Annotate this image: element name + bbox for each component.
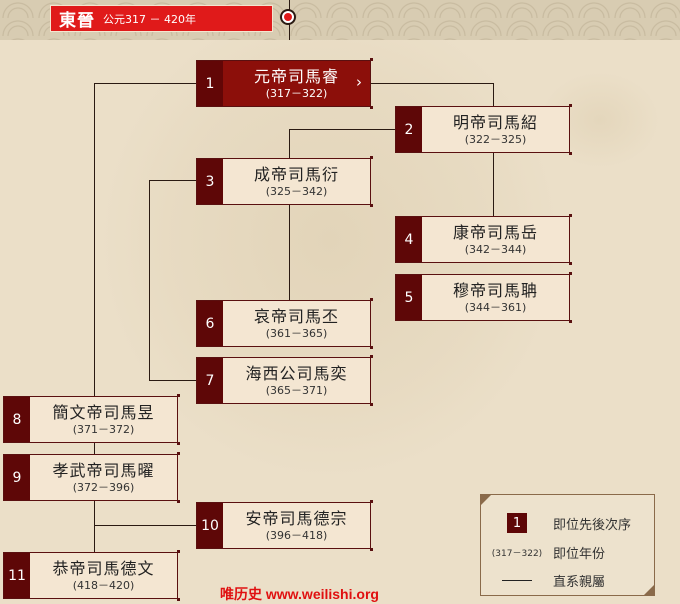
connector-line xyxy=(94,525,196,526)
emperor-box-6[interactable]: 6 哀帝司馬丕 (361－365) xyxy=(196,298,373,349)
emperor-box-9[interactable]: 9 孝武帝司馬曜 (372－396) xyxy=(3,452,180,503)
connector-line xyxy=(289,129,290,158)
connector-line xyxy=(371,83,493,84)
order-number: 10 xyxy=(197,503,223,548)
connector-line xyxy=(289,129,395,130)
order-number: 1 xyxy=(197,61,223,106)
reign-years: (418－420) xyxy=(72,578,135,592)
emperor-name: 明帝司馬紹 xyxy=(452,112,538,132)
emperor-name: 元帝司馬睿 xyxy=(253,66,339,86)
connector-line xyxy=(149,180,196,181)
emperor-box-7[interactable]: 7 海西公司馬奕 (365－371) xyxy=(196,355,373,406)
connector-line xyxy=(149,380,196,381)
emperor-box-4[interactable]: 4 康帝司馬岳 (342－344) xyxy=(395,214,572,265)
legend-order-sample: 1 xyxy=(507,513,527,533)
timeline-marker-icon xyxy=(280,9,296,25)
legend-order-label: 即位先後次序 xyxy=(553,517,632,533)
legend-row-years: (317－322) 即位年份 xyxy=(481,541,654,563)
emperor-name: 簡文帝司馬昱 xyxy=(52,402,155,422)
legend-line-label: 直系親屬 xyxy=(553,574,606,590)
dynasty-period: 公元317 － 420年 xyxy=(103,12,196,26)
reign-years: (371－372) xyxy=(72,422,135,436)
connector-line xyxy=(493,153,494,216)
emperor-box-11[interactable]: 11 恭帝司馬德文 (418－420) xyxy=(3,550,180,601)
order-number: 8 xyxy=(4,397,30,442)
order-number: 7 xyxy=(197,358,223,403)
emperor-name: 恭帝司馬德文 xyxy=(52,558,155,578)
emperor-box-8[interactable]: 8 簡文帝司馬昱 (371－372) xyxy=(3,394,180,445)
reign-years: (317－322) xyxy=(265,86,328,100)
legend-corner-decoration xyxy=(644,585,654,595)
emperor-box-10[interactable]: 10 安帝司馬德宗 (396－418) xyxy=(196,500,373,551)
dynasty-name: 東晉 xyxy=(59,11,95,31)
emperor-box-2[interactable]: 2 明帝司馬紹 (322－325) xyxy=(395,104,572,155)
connector-line xyxy=(289,205,290,300)
emperor-name: 孝武帝司馬曜 xyxy=(52,460,155,480)
connector-line xyxy=(149,180,150,380)
order-number: 11 xyxy=(4,553,30,598)
emperor-name: 哀帝司馬丕 xyxy=(253,306,339,326)
connector-line xyxy=(94,83,95,396)
order-number: 3 xyxy=(197,159,223,204)
order-number: 4 xyxy=(396,217,422,262)
emperor-name: 海西公司馬奕 xyxy=(245,363,348,383)
legend-panel: 1 即位先後次序 (317－322) 即位年份 直系親屬 xyxy=(480,494,655,596)
legend-years-sample: (317－322) xyxy=(491,548,543,559)
connector-line xyxy=(493,83,494,106)
reign-years: (396－418) xyxy=(265,528,328,542)
order-number: 9 xyxy=(4,455,30,500)
order-number: 2 xyxy=(396,107,422,152)
emperor-name: 成帝司馬衍 xyxy=(253,164,339,184)
reign-years: (365－371) xyxy=(265,383,328,397)
connector-line xyxy=(94,501,95,552)
reign-years: (361－365) xyxy=(265,326,328,340)
emperor-box-3[interactable]: 3 成帝司馬衍 (325－342) xyxy=(196,156,373,207)
reign-years: (322－325) xyxy=(464,132,527,146)
reign-years: (342－344) xyxy=(464,242,527,256)
legend-corner-decoration xyxy=(481,495,491,505)
reign-years: (325－342) xyxy=(265,184,328,198)
chevron-right-icon: › xyxy=(356,73,362,91)
emperor-name: 安帝司馬德宗 xyxy=(245,508,348,528)
order-number: 5 xyxy=(396,275,422,320)
emperor-box-5[interactable]: 5 穆帝司馬聃 (344－361) xyxy=(395,272,572,323)
order-number: 6 xyxy=(197,301,223,346)
reign-years: (372－396) xyxy=(72,480,135,494)
legend-row-order: 1 即位先後次序 xyxy=(481,512,654,534)
legend-row-line: 直系親屬 xyxy=(481,569,654,591)
emperor-box-1[interactable]: 1 元帝司馬睿 (317－322) › xyxy=(196,58,373,109)
legend-line-sample xyxy=(502,579,532,581)
legend-years-label: 即位年份 xyxy=(553,546,606,562)
dynasty-title-bar: 東晉 公元317 － 420年 xyxy=(50,5,273,32)
connector-line xyxy=(94,443,95,454)
emperor-name: 穆帝司馬聃 xyxy=(452,280,538,300)
emperor-name: 康帝司馬岳 xyxy=(452,222,538,242)
connector-line xyxy=(94,83,196,84)
watermark-text: 唯历史 www.weilishi.org xyxy=(220,586,379,602)
reign-years: (344－361) xyxy=(464,300,527,314)
